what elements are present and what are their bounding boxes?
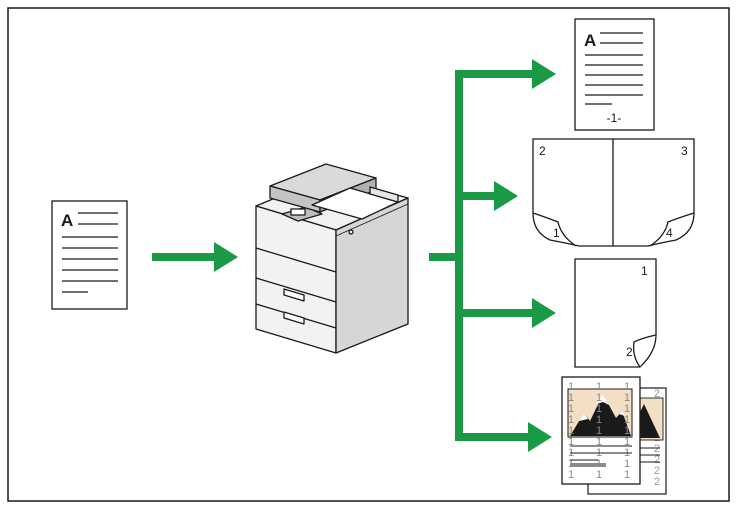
watermark-digit: 1 — [624, 403, 630, 415]
watermark-digit: 1 — [624, 381, 630, 393]
output-booklet-spread: 2 3 1 4 — [532, 138, 695, 247]
booklet-page-3: 3 — [681, 144, 688, 158]
watermark-digit: 2 — [654, 465, 660, 477]
booklet-page-4: 4 — [666, 226, 673, 240]
booklet-page-2: 2 — [539, 144, 546, 158]
output-watermark-pages: 222222222 111111111111111111111111111 — [561, 376, 667, 495]
watermark-digit: 1 — [624, 392, 630, 404]
watermark-digit: 1 — [624, 458, 630, 470]
single-page-1: 1 — [641, 264, 648, 278]
watermark-digit: 1 — [568, 436, 574, 448]
watermark-digit: 2 — [654, 388, 660, 400]
watermark-digit: 1 — [596, 469, 602, 481]
watermark-digit: 1 — [568, 403, 574, 415]
watermark-digit: 1 — [624, 436, 630, 448]
watermark-digit: 1 — [596, 381, 602, 393]
booklet-page-1: 1 — [553, 226, 560, 240]
single-page-2: 2 — [626, 345, 633, 359]
output-stamped-document: A -1- — [574, 18, 655, 131]
watermark-digit: 1 — [596, 425, 602, 437]
watermark-digit: 1 — [624, 414, 630, 426]
watermark-digit: 1 — [568, 469, 574, 481]
watermark-digit: 1 — [596, 392, 602, 404]
stamped-page-number: -1- — [607, 111, 622, 125]
watermark-digit: 2 — [654, 443, 660, 455]
copier-machine — [255, 163, 409, 354]
watermark-digit: 1 — [624, 469, 630, 481]
branch-arrows — [429, 59, 556, 452]
watermark-digit: 1 — [596, 403, 602, 415]
original-letter: A — [61, 211, 73, 230]
input-arrow — [152, 242, 238, 272]
original-document: A — [51, 200, 128, 310]
watermark-digit: 2 — [654, 454, 660, 466]
output-duplex-page: 1 2 — [574, 258, 657, 368]
watermark-digit: 1 — [568, 414, 574, 426]
watermark-digit: 1 — [568, 392, 574, 404]
watermark-digit: 1 — [568, 425, 574, 437]
watermark-digit: 1 — [596, 436, 602, 448]
watermark-digit: 1 — [596, 414, 602, 426]
watermark-digit: 1 — [568, 381, 574, 393]
watermark-digit: 1 — [624, 425, 630, 437]
watermark-digit: 2 — [654, 476, 660, 488]
stamped-letter: A — [584, 31, 596, 50]
